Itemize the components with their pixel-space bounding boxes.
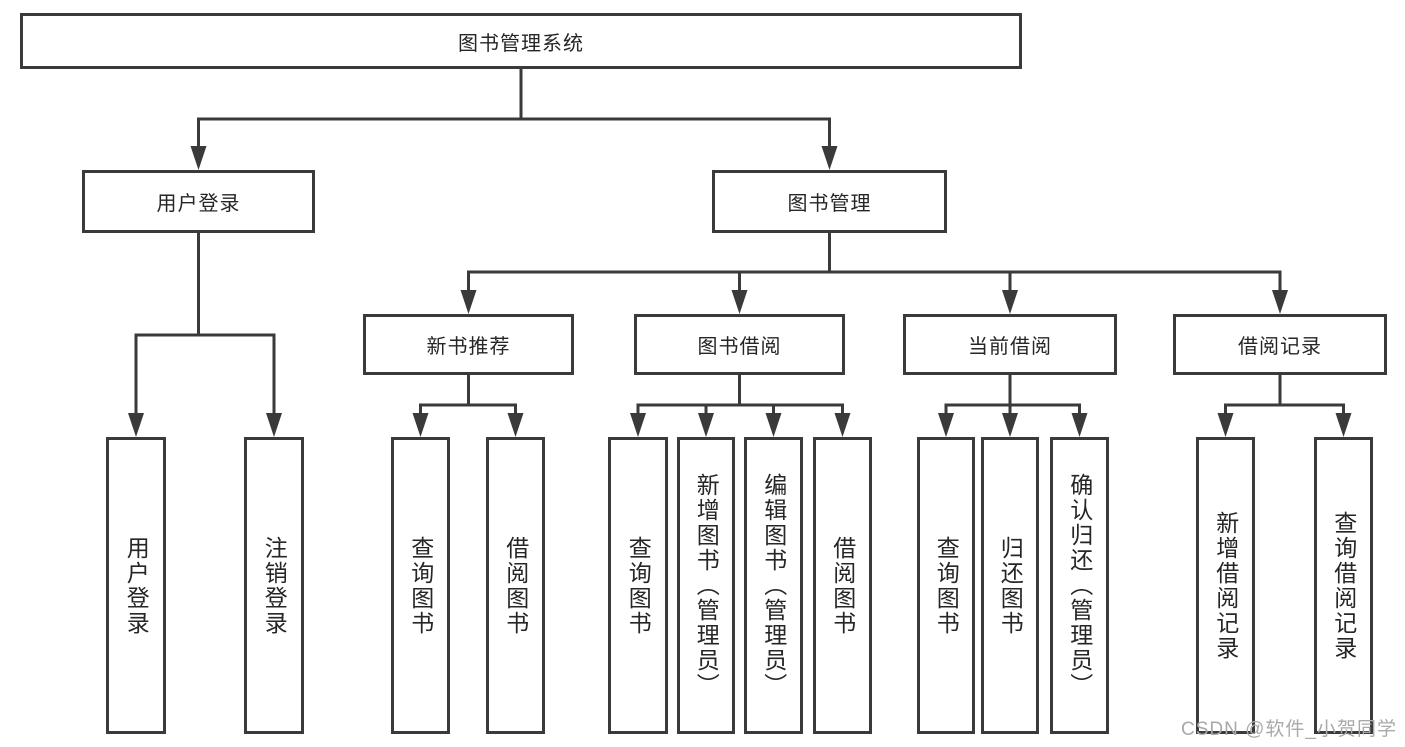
leaf-borrowing-query-books: 查询图书 — [608, 437, 668, 734]
node-new-book-recommend-label: 新书推荐 — [426, 336, 511, 358]
node-user-login: 用户登录 — [82, 170, 315, 233]
node-borrowing-records: 借阅记录 — [1173, 314, 1387, 375]
node-current-borrowing-label: 当前借阅 — [968, 336, 1052, 358]
node-book-borrowing: 图书借阅 — [634, 314, 845, 375]
leaf-borrowing-borrow-books-label: 借阅图书 — [829, 535, 856, 636]
leaf-recommend-query-books: 查询图书 — [391, 437, 450, 734]
leaf-records-add-record: 新增借阅记录 — [1196, 437, 1255, 734]
leaf-borrowing-edit-books-admin: 编辑图书（管理员） — [744, 437, 803, 734]
leaf-logout: 注销登录 — [244, 437, 304, 734]
node-library-system-label: 图书管理系统 — [458, 32, 584, 55]
leaf-current-return-books-label: 归还图书 — [997, 535, 1024, 636]
leaf-current-confirm-return-admin: 确认归还（管理员） — [1050, 437, 1109, 734]
leaf-current-confirm-return-admin-label: 确认归还（管理员） — [1066, 473, 1093, 698]
leaf-user-login-label: 用户登录 — [123, 535, 150, 636]
leaf-recommend-borrow-books-label: 借阅图书 — [502, 535, 529, 636]
node-user-login-label: 用户登录 — [156, 193, 241, 215]
leaf-borrowing-edit-books-admin-label: 编辑图书（管理员） — [760, 473, 787, 698]
leaf-recommend-borrow-books: 借阅图书 — [486, 437, 545, 734]
node-book-management-label: 图书管理 — [787, 193, 872, 215]
node-new-book-recommend: 新书推荐 — [363, 314, 574, 375]
node-book-management: 图书管理 — [712, 170, 947, 233]
leaf-logout-label: 注销登录 — [261, 535, 288, 636]
leaf-user-login: 用户登录 — [106, 437, 166, 734]
leaf-records-add-record-label: 新增借阅记录 — [1212, 510, 1239, 661]
csdn-watermark: CSDN @软件_小贺同学 — [1181, 719, 1397, 740]
leaf-current-return-books: 归还图书 — [981, 437, 1039, 734]
node-borrowing-records-label: 借阅记录 — [1238, 336, 1322, 358]
leaf-current-query-books: 查询图书 — [917, 437, 975, 734]
node-library-system: 图书管理系统 — [20, 13, 1022, 69]
leaf-records-query-record: 查询借阅记录 — [1314, 437, 1373, 734]
node-current-borrowing: 当前借阅 — [903, 314, 1117, 375]
leaf-borrowing-borrow-books: 借阅图书 — [813, 437, 872, 734]
node-book-borrowing-label: 图书借阅 — [697, 336, 782, 358]
leaf-borrowing-add-books-admin-label: 新增图书（管理员） — [693, 473, 720, 698]
leaf-borrowing-add-books-admin: 新增图书（管理员） — [677, 437, 735, 734]
leaf-recommend-query-books-label: 查询图书 — [407, 535, 434, 636]
leaf-current-query-books-label: 查询图书 — [933, 535, 960, 636]
leaf-borrowing-query-books-label: 查询图书 — [625, 535, 652, 636]
leaf-records-query-record-label: 查询借阅记录 — [1330, 510, 1357, 661]
